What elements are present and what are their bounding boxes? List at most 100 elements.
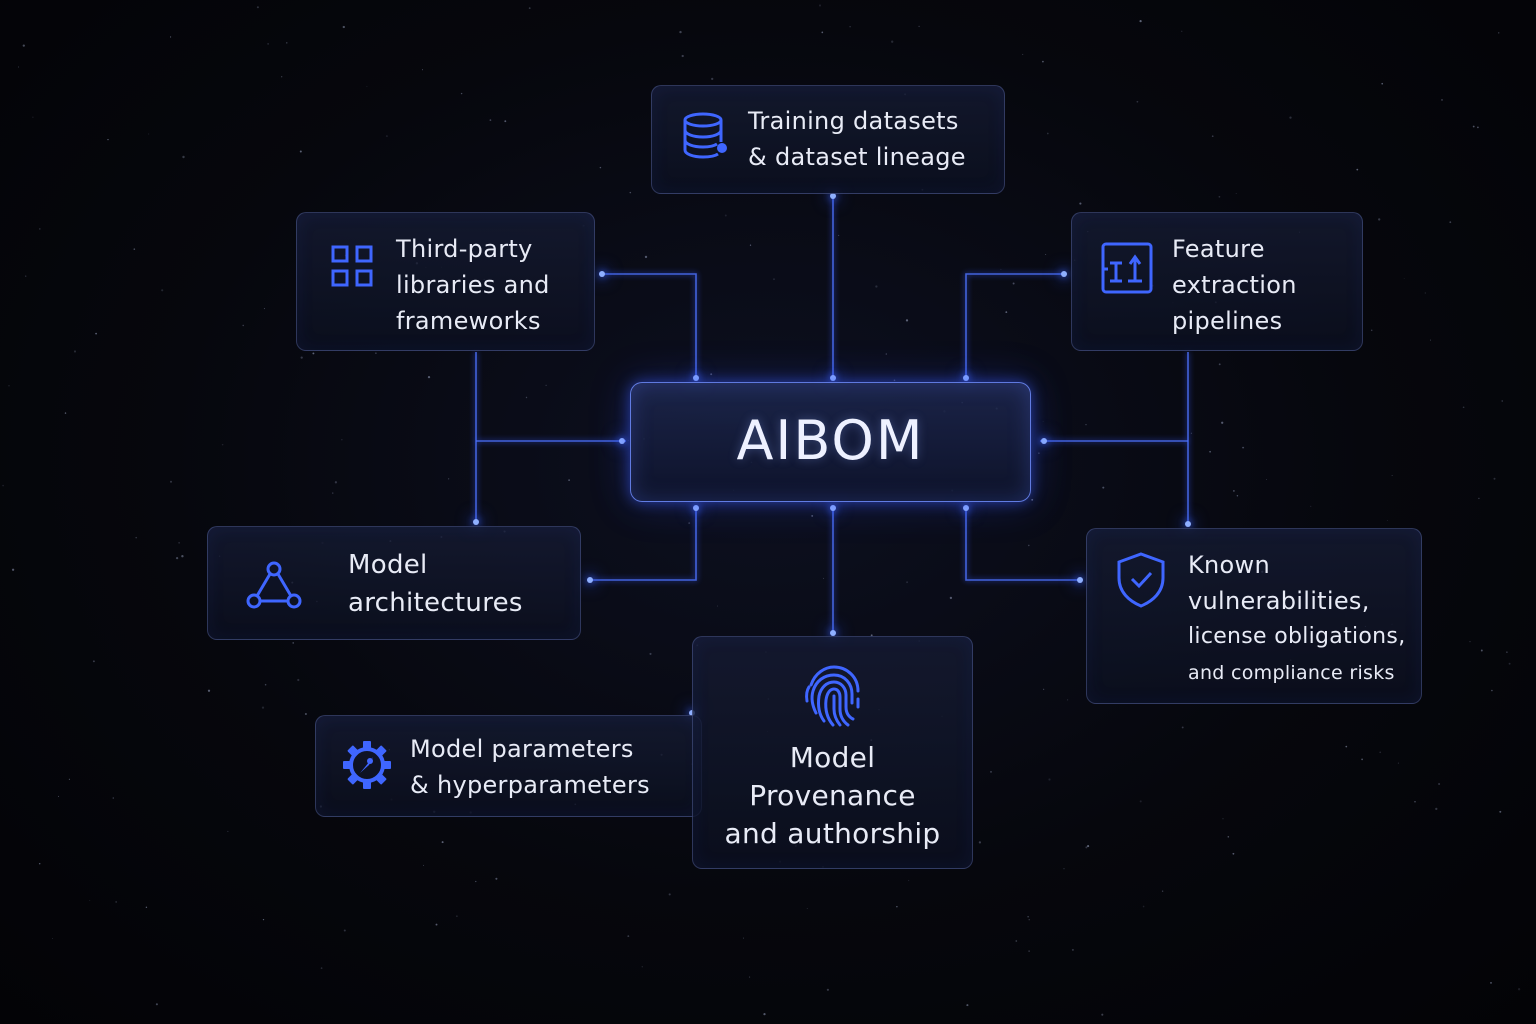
star	[1379, 751, 1382, 754]
network-nodes-icon	[246, 561, 302, 611]
star	[1506, 651, 1508, 653]
star	[1430, 339, 1432, 341]
star	[1022, 53, 1024, 55]
star	[292, 642, 295, 644]
node-feature-extraction: Feature extraction pipelines	[1071, 212, 1363, 351]
star	[870, 634, 873, 637]
star	[25, 275, 27, 277]
star	[297, 678, 300, 682]
star	[568, 479, 570, 481]
star	[1071, 948, 1074, 951]
connector-third-party	[602, 273, 697, 378]
star	[1441, 99, 1443, 101]
star	[495, 877, 498, 880]
star	[256, 6, 259, 9]
star	[341, 439, 343, 441]
vulnerabilities-line-2: vulnerabilities,	[1188, 587, 1370, 615]
star	[332, 492, 334, 494]
star	[528, 7, 531, 9]
star	[742, 937, 744, 939]
star	[811, 514, 814, 517]
star	[711, 77, 714, 81]
star	[18, 66, 20, 68]
star	[1397, 762, 1399, 764]
parameters-line-1: Model parameters	[410, 735, 634, 763]
feature-line-3: pipelines	[1172, 307, 1283, 335]
feature-line-1: Feature	[1172, 235, 1265, 263]
star	[448, 478, 450, 480]
vulnerabilities-line-1: Known	[1188, 551, 1270, 579]
star	[221, 443, 224, 446]
star	[263, 308, 265, 310]
star	[545, 384, 547, 386]
star	[1015, 940, 1018, 942]
star	[1438, 782, 1441, 786]
star	[1356, 168, 1359, 171]
star	[1480, 649, 1483, 652]
fingerprint-icon	[803, 663, 865, 729]
star	[1378, 218, 1381, 221]
star	[1045, 254, 1047, 255]
star	[599, 166, 602, 169]
star	[773, 278, 775, 281]
star	[32, 116, 34, 118]
star	[304, 712, 307, 716]
star	[182, 155, 185, 159]
third-party-line-2: libraries and	[396, 271, 550, 299]
star	[1265, 479, 1267, 480]
star	[679, 30, 682, 34]
star	[1469, 641, 1471, 643]
star	[1435, 807, 1438, 811]
star	[1414, 801, 1416, 803]
star	[375, 352, 377, 354]
star	[1181, 30, 1183, 32]
star	[1136, 100, 1139, 103]
star	[644, 255, 648, 259]
provenance-line-1: Model	[789, 741, 876, 774]
connector-feature	[965, 273, 1064, 378]
star	[1043, 688, 1045, 690]
star	[1031, 498, 1034, 501]
star	[227, 830, 229, 832]
star	[1012, 282, 1015, 285]
star	[1221, 421, 1224, 424]
star	[1517, 988, 1521, 991]
star	[148, 133, 150, 135]
feature-line-2: extraction	[1172, 271, 1297, 299]
star	[320, 967, 323, 969]
star	[181, 555, 184, 558]
star	[1289, 116, 1292, 119]
star	[1449, 221, 1452, 224]
star	[261, 706, 265, 709]
star	[2, 484, 4, 487]
star	[385, 135, 388, 138]
star	[170, 480, 172, 483]
star	[1491, 689, 1493, 692]
star	[334, 481, 338, 484]
database-icon	[682, 112, 728, 160]
star	[145, 906, 148, 908]
star	[456, 915, 458, 917]
star	[668, 893, 671, 896]
star	[1227, 836, 1230, 838]
provenance-line-2: Provenance	[749, 779, 916, 812]
node-model-architectures: Model architectures	[207, 526, 581, 640]
star	[1361, 758, 1363, 761]
star	[92, 660, 95, 663]
star	[504, 120, 507, 123]
third-party-line-1: Third-party	[396, 235, 533, 263]
star	[1403, 277, 1405, 279]
star	[112, 797, 115, 799]
grid-icon	[331, 245, 375, 289]
star	[821, 31, 824, 34]
star	[1386, 519, 1388, 521]
star	[242, 324, 244, 327]
star	[1391, 474, 1393, 476]
shield-check-icon	[1115, 551, 1167, 609]
star	[1508, 662, 1511, 665]
vulnerabilities-line-4: and compliance risks	[1188, 662, 1395, 684]
star	[300, 356, 303, 359]
star	[838, 234, 840, 236]
star	[1190, 432, 1192, 434]
